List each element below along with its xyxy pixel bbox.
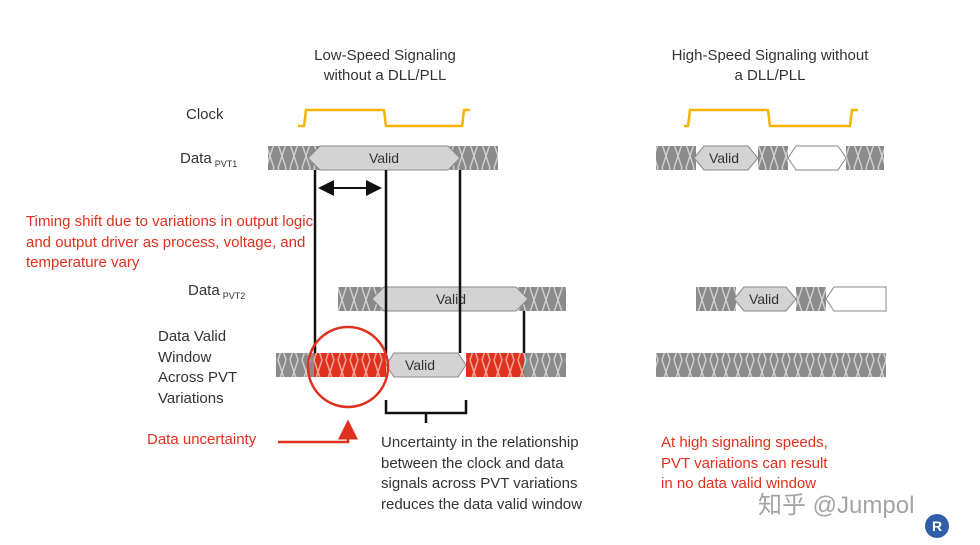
relationship-note: Uncertainty in the relationship between … <box>381 434 582 513</box>
valid-label-pvt1: Valid <box>369 150 399 166</box>
data-label: Data <box>180 150 212 167</box>
high-speed-valid-window-bar <box>656 353 886 377</box>
valid-label-window: Valid <box>405 357 435 373</box>
uncertainty-circle <box>306 325 390 409</box>
high-speed-note: At high signaling speeds, PVT variations… <box>661 434 828 492</box>
valid-window-label: Data Valid Window Across PVT Variations <box>158 328 238 407</box>
r-badge-icon: R <box>925 514 949 538</box>
pvt2-subscript: PVT2 <box>222 291 246 301</box>
high-speed-title: High-Speed Signaling without a DLL/PLL <box>671 47 869 84</box>
high-speed-pvt2-bar <box>696 286 887 312</box>
data-label: Data <box>188 282 220 299</box>
watermark: 知乎 @Jumpol <box>758 492 915 519</box>
clock-waveform-high-speed <box>684 108 858 128</box>
valid-label-high-pvt1: Valid <box>709 150 739 166</box>
data-uncertainty-arrow <box>278 419 358 444</box>
data-uncertainty-label: Data uncertainty <box>147 431 257 448</box>
valid-label-high-pvt2: Valid <box>749 291 779 307</box>
data-valid-window-bar <box>276 352 566 378</box>
pvt1-subscript: PVT1 <box>214 159 238 169</box>
low-speed-title: Low-Speed Signaling without a DLL/PLL <box>314 47 456 84</box>
high-speed-pvt1-bar <box>656 145 884 171</box>
timing-shift-note: Timing shift due to variations in output… <box>26 213 314 271</box>
valid-label-pvt2: Valid <box>436 291 466 307</box>
clock-label: Clock <box>186 106 224 123</box>
data-pvt2-bar <box>338 286 566 312</box>
clock-waveform-low-speed <box>298 108 470 128</box>
valid-window-bracket <box>384 400 468 423</box>
data-pvt1-bar <box>268 145 498 171</box>
